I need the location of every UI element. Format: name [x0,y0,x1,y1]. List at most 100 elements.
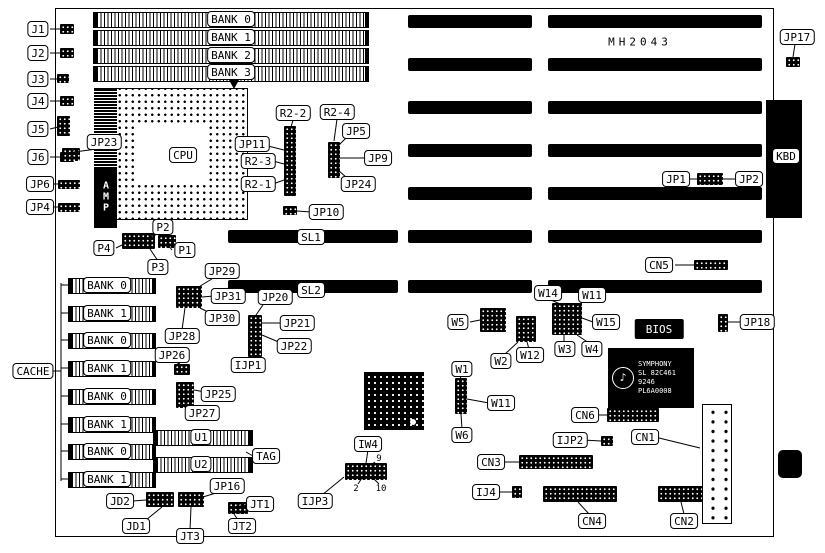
label-tag: TAG [252,448,280,464]
label-j3: J3 [27,71,49,87]
w12-block [516,316,536,342]
cn1-connector [702,404,732,524]
j3-conn [57,74,69,83]
jp26-conn [174,364,190,375]
label-j1: J1 [27,21,49,37]
label-jp1: JP1 [662,171,690,187]
cache-bank-7-label: BANK 1 [83,471,131,487]
simm-bank-3-label: BANK 3 [207,64,255,80]
j4-conn [60,96,74,106]
symphony-chip-text: SYMPHONY SL 82C461 9246 PL6A0008 [638,360,676,396]
symphony-line2: SL 82C461 [638,369,676,377]
jp23-conn [62,148,80,161]
cache-bank-5-label: BANK 1 [83,416,131,432]
jp17-conn [786,57,800,67]
label-cn1: CN1 [631,429,659,445]
expansion-slot-bar-5 [548,101,762,114]
expansion-slot-bar-9 [548,187,762,200]
label-jp5: JP5 [342,123,370,139]
expansion-slot-bar-3 [548,58,762,71]
expansion-slot-bar-7 [548,144,762,157]
label-w2: W2 [490,353,512,369]
expansion-slot-bar-1 [548,15,762,28]
p2-conn [122,233,155,249]
amp-striped-block [94,89,117,169]
label-jp11: JP11 [234,136,270,152]
amp-label: A M P [102,180,110,214]
jp16-conn-b [178,492,204,507]
iw4-pin10-number: 10 [375,484,387,494]
cn2-conn [658,486,704,502]
jt1-conn [228,502,248,514]
qfp-pin1-dot [410,419,416,425]
symphony-line1: SYMPHONY [638,360,672,368]
label-cn3: CN3 [477,454,505,470]
j5-conn [57,116,70,136]
label-jp29: JP29 [204,263,240,279]
label-cn2: CN2 [670,513,698,529]
expansion-slot-bar-14 [408,280,532,293]
p1-conn [158,235,176,248]
label-ij4: IJ4 [472,484,500,500]
label-cache: CACHE [12,363,54,379]
label-jp6: JP6 [26,176,54,192]
label-jp10: JP10 [308,204,344,220]
label-w4: W4 [581,341,603,357]
power-connector [778,450,802,478]
jp10-conn [283,206,297,215]
label-jt3: JT3 [176,528,204,544]
cache-bank-3-label: BANK 1 [83,360,131,376]
label-cn5: CN5 [645,257,673,273]
label-j5: J5 [27,121,49,137]
label-ijp1: IJP1 [230,357,266,373]
label-cpu: CPU [169,147,197,163]
label-u2: U2 [190,456,212,472]
cn6-conn [607,408,659,422]
label-jp20: JP20 [257,289,293,305]
board-model-text: MH2043 [608,35,672,49]
label-cn4: CN4 [578,513,606,529]
iw4-conn [345,463,387,480]
label-jp22: JP22 [276,338,312,354]
expansion-slot-bar-2 [408,58,532,71]
jp5-header [328,142,340,178]
jp21-header [248,315,262,357]
cpu-pin1-arrow-icon [229,80,239,89]
ijp2-conn [601,436,613,446]
expansion-slot-bar-8 [408,187,532,200]
expansion-slot-bar-11 [408,230,532,243]
label-jp16: JP16 [209,478,245,494]
w1-header [455,378,467,414]
cache-bank-1-label: BANK 1 [83,305,131,321]
label-w14: W14 [534,285,562,301]
symphony-logo-icon: ♪ [612,367,634,389]
label-jp21: JP21 [279,315,315,331]
label-kbd: KBD [772,148,800,164]
label-r2-3: R2-3 [240,153,276,169]
label-w11-top: W11 [578,287,606,303]
jp6-conn [58,180,80,189]
label-j2: J2 [27,45,49,61]
label-sl2: SL2 [297,282,325,298]
label-ijp3: IJP3 [297,493,333,509]
label-jp4: JP4 [26,199,54,215]
cache-bank-6-label: BANK 0 [83,443,131,459]
label-jp2: JP2 [735,171,763,187]
label-u1: U1 [190,429,212,445]
label-jp26: JP26 [154,347,190,363]
expansion-slot-bar-6 [408,144,532,157]
label-jp28: JP28 [164,328,200,344]
label-r2-4: R2-4 [319,104,355,120]
label-w1: W1 [451,361,473,377]
label-w6: W6 [451,427,473,443]
label-jp27: JP27 [184,405,220,421]
cn4-conn [543,486,617,502]
expansion-slot-bar-12 [548,230,762,243]
label-jp9: JP9 [364,150,392,166]
label-jp17: JP17 [779,29,815,45]
label-cn6: CN6 [571,407,599,423]
amp-chip [94,168,117,228]
label-jd1: JD1 [122,518,150,534]
cache-bank-4-label: BANK 0 [83,388,131,404]
